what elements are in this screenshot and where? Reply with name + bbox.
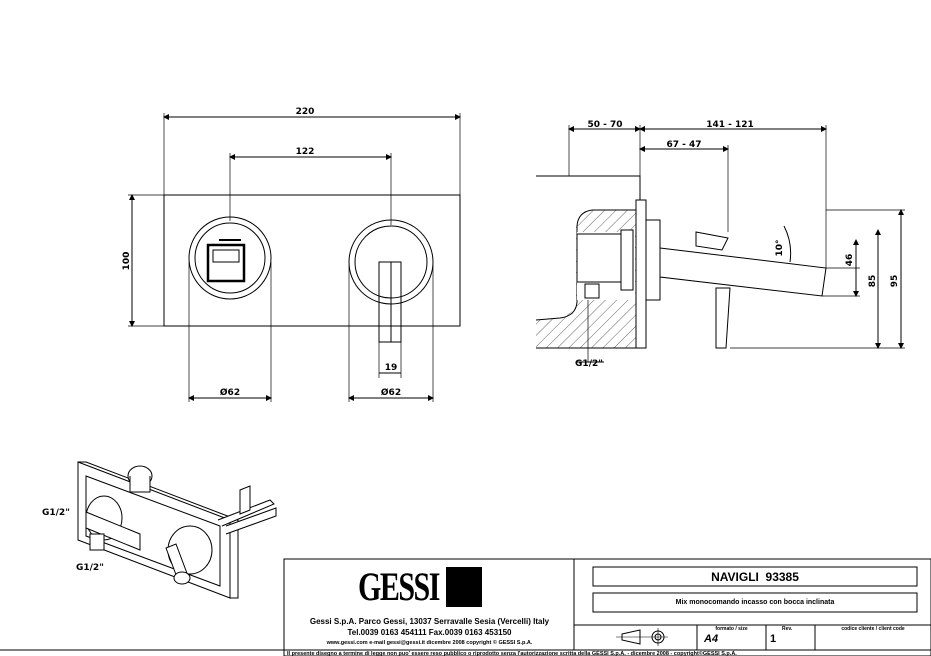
dim-141-121: 141 - 121 <box>706 120 754 130</box>
format-label: formato / size <box>715 626 748 632</box>
title-block-frame <box>0 558 931 656</box>
company-phone: Tel.0039 0163 454111 Fax.0039 0163 45315… <box>347 628 512 637</box>
dim-left-diameter: Ø62 <box>220 387 240 398</box>
dim-thread: G1/2" <box>575 359 603 369</box>
iso-thread-top: G1/2" <box>42 508 70 518</box>
isometric-view <box>77 461 277 599</box>
dim-19: 19 <box>385 363 398 373</box>
projection-symbol <box>621 629 641 645</box>
dim-95: 95 <box>890 275 900 288</box>
iso-thread-bottom: G1/2" <box>76 563 104 573</box>
side-lever <box>715 287 731 349</box>
dim-122: 122 <box>296 147 315 157</box>
front-view <box>128 113 461 402</box>
rev-value: 1 <box>770 633 777 645</box>
right-lever <box>378 261 402 343</box>
dim-angle: 10° <box>775 239 785 256</box>
dim-right-diameter: Ø62 <box>381 387 401 398</box>
dim-46: 46 <box>845 254 855 267</box>
front-view-dimensions: 220 122 100 Ø62 Ø62 19 <box>122 107 401 398</box>
dim-220: 220 <box>296 107 315 117</box>
company-logo: GESSI <box>358 565 484 609</box>
dim-85: 85 <box>868 275 878 288</box>
valve-body <box>576 233 622 283</box>
logo-text: GESSI <box>358 564 440 609</box>
product-name: NAVIGLI 93385 <box>711 570 799 584</box>
side-wall-plate <box>635 199 647 349</box>
footer-copyright-note: Il presente disegno a termine di legge n… <box>287 651 737 656</box>
logo-block <box>446 567 482 607</box>
rev-label: Rev. <box>782 626 793 632</box>
product-description: Mix monocomando incasso con bocca inclin… <box>675 599 835 606</box>
wall-plate <box>163 194 461 327</box>
side-view-dimensions: 50 - 70 141 - 121 67 - 47 10° 46 85 95 G… <box>575 120 900 369</box>
iso-view-labels: G1/2" G1/2" <box>42 508 104 573</box>
dim-67-47: 67 - 47 <box>666 140 701 150</box>
company-address: Gessi S.p.A. Parco Gessi, 13037 Serraval… <box>309 617 550 626</box>
dim-50-70: 50 - 70 <box>587 120 622 130</box>
company-web: www.gessi.com e-mail gessi@gessi.it dice… <box>326 640 533 646</box>
format-value: A4 <box>704 633 719 645</box>
left-handle-rosette <box>188 216 272 300</box>
side-view <box>535 125 905 363</box>
dim-100: 100 <box>122 252 132 271</box>
spout <box>659 247 827 297</box>
client-code-label: codice cliente / client code <box>841 626 905 632</box>
